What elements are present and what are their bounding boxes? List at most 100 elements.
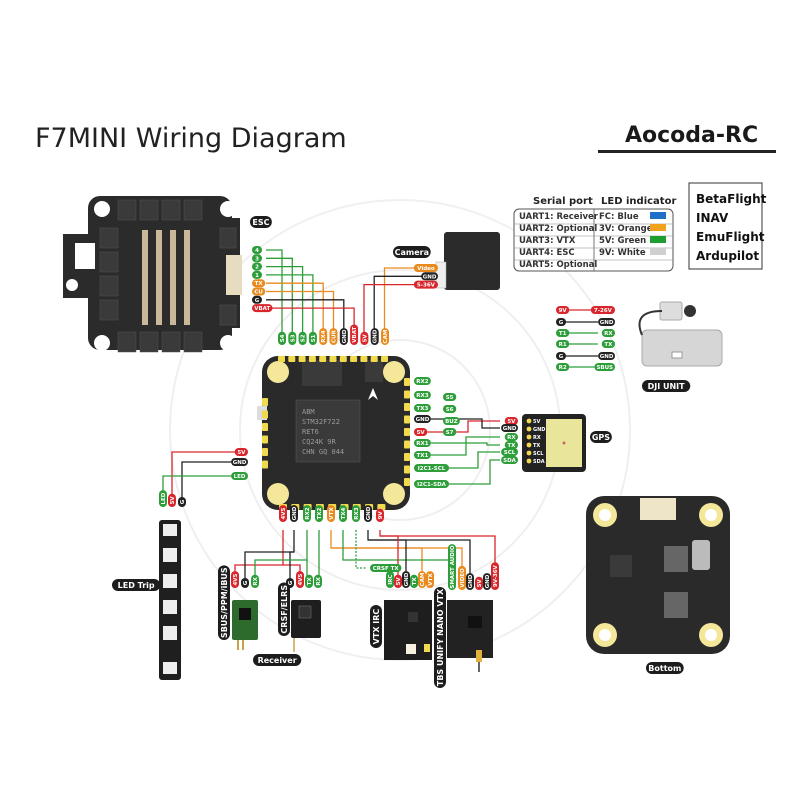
pin-label-text: TX4 (341, 507, 347, 519)
gps-pin-scl: SCL (501, 448, 518, 456)
wire (244, 530, 295, 580)
legend-uart-2: UART2: Optional (519, 224, 597, 234)
pin-label-text: R2 (559, 365, 567, 371)
pin-label-text: I2C1-SCL (418, 466, 446, 472)
pin-label-text: SDA (503, 458, 517, 464)
vtx-irc-pin-tx: TX (410, 574, 418, 588)
pin-label-text: GPS (592, 433, 610, 442)
fc-top-pin-s2: S2 (298, 331, 307, 345)
esc-board (63, 196, 242, 353)
wire (368, 539, 471, 578)
fc-bottom-pin-gnd: GND (364, 505, 372, 522)
dji-fc-pin-g: G (556, 318, 566, 326)
legend-led-swatch (650, 248, 666, 255)
pin-label-text: TBS UNIFY NANO VTX (436, 588, 445, 686)
gps-module-pin: 5V (533, 419, 540, 425)
pin-label-text: T1 (559, 331, 567, 337)
pin-label-text: I2C1-SDA (417, 482, 447, 488)
tbs-vtx-pin-smart-audio: SMART AUDIO (448, 544, 456, 590)
chip-marking: ABM (302, 408, 315, 416)
brand-logo: Aocoda-RC (625, 123, 758, 148)
dji-fc-pin-g: G (556, 352, 566, 360)
wire (448, 459, 500, 485)
pin-label-text: TX (604, 342, 613, 348)
pin-label-text: GND (485, 574, 491, 588)
wire (430, 442, 500, 446)
chip-marking: STM32F722 (302, 418, 340, 426)
esc-pin-cu: CU (252, 287, 266, 296)
pin-label-text: G (180, 499, 186, 504)
fc-left-pin-gnd: GND (231, 458, 248, 466)
pin-label-text: S4 (280, 334, 286, 342)
legend-uart-1: UART1: Receiver (519, 212, 599, 222)
firmware-emuflight: EmuFlight (696, 230, 765, 244)
pin-label-text: S6 (446, 407, 454, 413)
vtx-irc-pin-cam: CAM (418, 571, 426, 588)
fc-bottom-pin-rx2: RX2 (303, 505, 311, 522)
pin-label-text: RX (604, 331, 613, 337)
pin-label-text: LED Trip (118, 581, 155, 590)
sbus-receiver (232, 600, 258, 650)
gps-module-pin: GND (533, 427, 545, 433)
pin-label-text: CU (254, 289, 263, 295)
dji-unit-pin-7-26v: 7-26V (590, 306, 615, 314)
pin-label-text: 5V (507, 419, 516, 425)
pin-label-text: 4V5 (281, 507, 287, 519)
pin-label-text: 9V-36V (493, 564, 499, 587)
pin-label-text: 1 (255, 273, 259, 279)
pin-label-text: RX2 (305, 507, 311, 519)
led-strip-pin-5v: 5V (168, 493, 176, 507)
pin-label-text: RX1 (416, 441, 428, 447)
fc-top-pin-5v: 5V (360, 331, 369, 345)
vtx-irc-pin-vtx: VTX (426, 571, 434, 588)
gps-pin-5v: 5V (504, 417, 518, 425)
fc-bottom-pin-gnd: GND (290, 505, 298, 522)
fc-right-pin-tx1: TX1 (414, 451, 431, 459)
led-strip-pin-led: LED (159, 490, 167, 507)
legend-led-2: 3V: Orange (599, 224, 653, 234)
wire (373, 275, 432, 338)
pin-label-text: G (288, 580, 294, 585)
dji-fc-pin-9v: 9V (556, 306, 570, 314)
tbs-unify-label: TBS UNIFY NANO VTX (434, 586, 446, 688)
pin-label-text: GND (423, 274, 437, 280)
dji-fc-pin-t1: T1 (556, 329, 570, 337)
pin-label-text: G (255, 298, 260, 304)
led-strip-label: LED Trip (112, 579, 161, 591)
tbs-vtx-pin-9v-36v: 9V-36V (491, 562, 499, 590)
pin-label-text: IRC (388, 574, 394, 584)
firmware-betaflight: BetaFlight (696, 192, 767, 206)
dji-unit-pin-tx: TX (601, 340, 615, 348)
dji-unit-pin-rx: RX (601, 329, 615, 337)
legend-uart-5: UART5: Optional (519, 260, 597, 270)
fc-bottom-pin-4v5: 4V5 (279, 505, 287, 522)
elrs-rx-pin-tx: TX (305, 574, 313, 588)
pin-label-text: RX2 (416, 379, 428, 385)
legend-led-4: 9V: White (599, 248, 646, 258)
pin-label-text: TX (307, 577, 313, 586)
wire (266, 299, 345, 338)
fc-left-pin-5v: 5V (234, 448, 248, 456)
wire (289, 551, 294, 580)
fc-right-pin-rx2: RX2 (414, 377, 431, 385)
pin-label-text: Video (417, 266, 435, 272)
fc-right-pin-i2c1-scl: I2C1-SCL (414, 464, 450, 472)
pin-label-text: CRSF/ELRS (280, 585, 289, 634)
wire (234, 530, 284, 580)
esc-pin-vbat: VBAT (252, 304, 273, 313)
wire (254, 559, 307, 580)
led-strip (159, 520, 181, 680)
fc-top-pin-s3: S3 (288, 331, 297, 345)
fc-bottom-pin-9v: 9V (376, 508, 384, 522)
pin-label-text: RX3 (416, 393, 428, 399)
tbs-vtx-pin-gnd: GND (483, 573, 491, 590)
sbus-receiver-label: SBUS/PPM/iBUS (218, 565, 230, 640)
tbs-vtx-pin-5v: 5V (475, 576, 483, 590)
pin-label-text: 9V (559, 308, 568, 314)
legend-led-swatch (650, 236, 666, 243)
tbs-vtx-pin-gnd: GND (466, 573, 474, 590)
dji-air-unit (638, 301, 723, 367)
pin-label-text: SBUS/PPM/iBUS (220, 567, 229, 638)
